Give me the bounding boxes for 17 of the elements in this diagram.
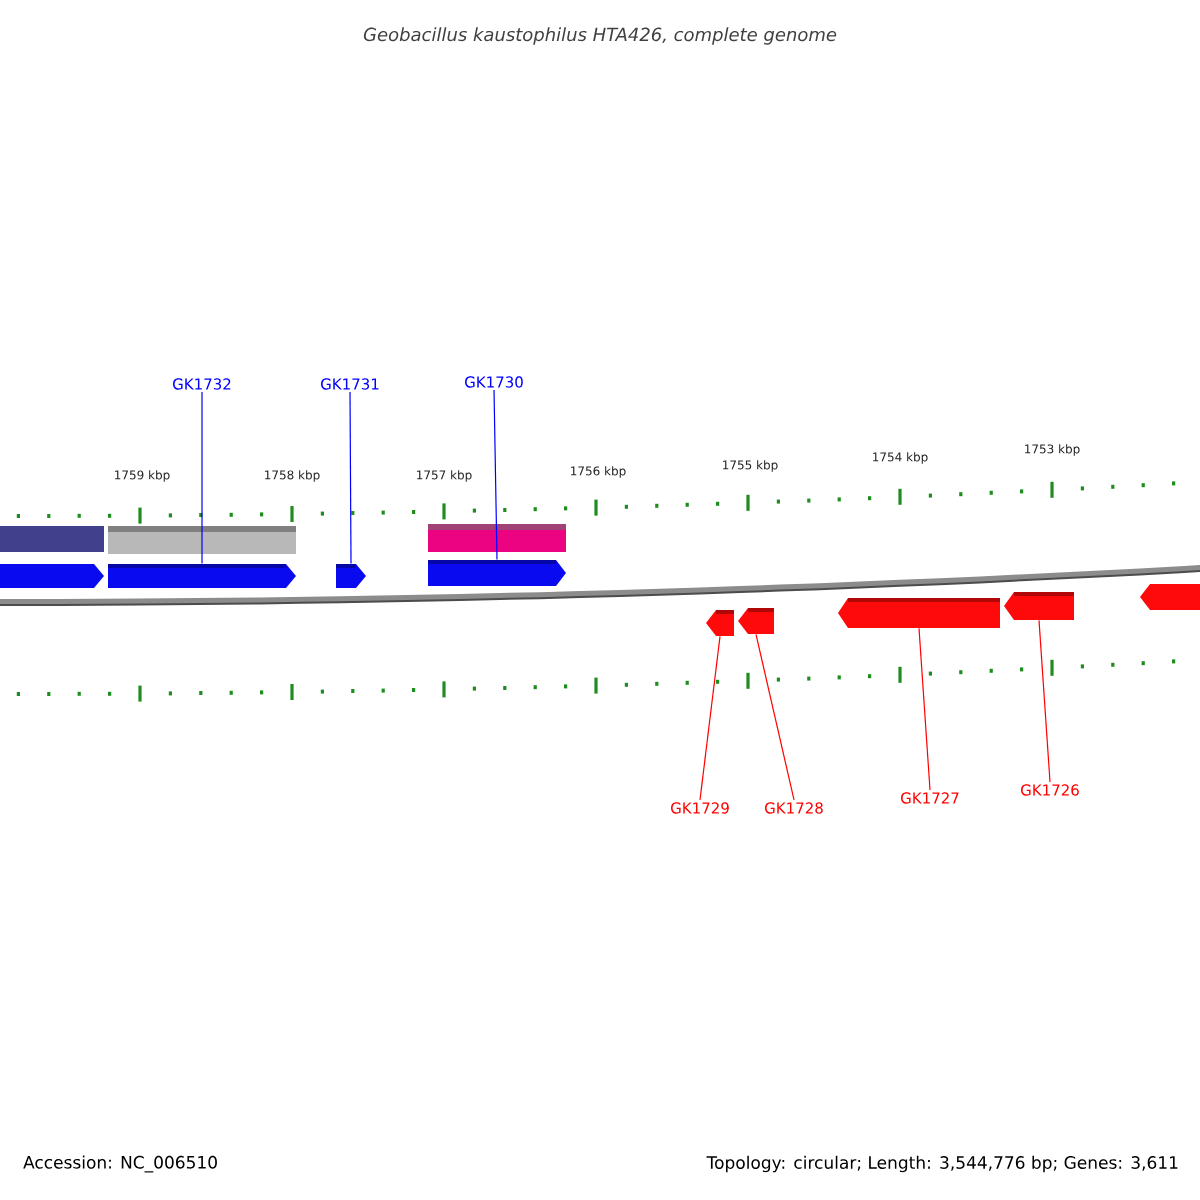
footer-text: Accession: NC_006510 — [23, 1155, 217, 1173]
leader-line — [1038, 619, 1051, 783]
footer-text: Topology: circular; Length: 3,544,776 bp; Genes: 3,611 — [706, 1155, 1178, 1173]
gene-feature — [838, 598, 1000, 628]
leader-line — [201, 391, 203, 565]
leader-line — [699, 635, 721, 801]
leader-line — [349, 391, 352, 565]
gene-feature — [706, 610, 734, 636]
gene-feature — [428, 560, 566, 586]
gene-feature — [1004, 592, 1074, 620]
gene-feature — [108, 564, 296, 588]
gene-feature — [336, 564, 366, 588]
leader-line — [918, 627, 931, 791]
title: Geobacillus kaustophilus HTA426, complete genome — [363, 27, 837, 45]
gene-feature — [738, 608, 774, 634]
leader-line — [755, 633, 795, 801]
leader-line — [493, 389, 498, 561]
